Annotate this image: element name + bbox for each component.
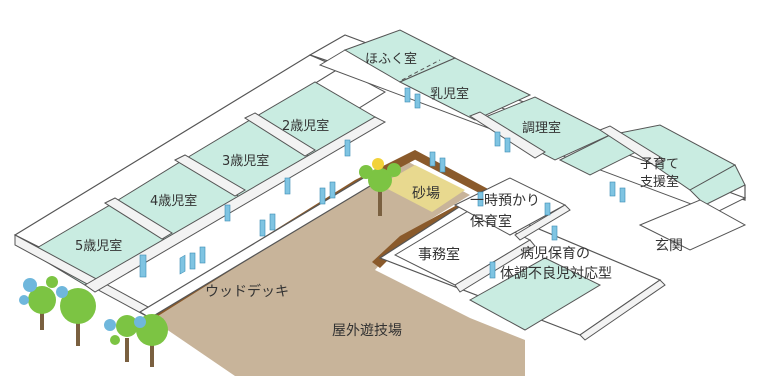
label-temporary-care-2: 保育室 [470, 213, 512, 230]
label-nursing-room: ほふく室 [365, 51, 417, 67]
label-sick-child-care-2: 体調不良児対応型 [500, 266, 612, 282]
label-childcare-support-1: 子育て [640, 156, 679, 172]
label-temporary-care-1: 一時預かり [470, 193, 540, 209]
label-age3-room: 3歳児室 [222, 153, 269, 169]
label-infant-room: 乳児室 [430, 86, 469, 102]
label-playground: 屋外遊技場 [332, 323, 402, 339]
sandbox-area [380, 165, 465, 212]
tree-group-center [104, 314, 168, 367]
label-age2-room: 2歳児室 [282, 118, 329, 134]
label-sick-child-care-1: 病児保育の [520, 246, 590, 262]
label-sandbox: 砂場 [412, 186, 440, 202]
label-wood-deck: ウッドデッキ [205, 283, 289, 300]
label-age4-room: 4歳児室 [150, 193, 197, 209]
label-kitchen: 調理室 [522, 120, 561, 136]
label-entrance: 玄関 [655, 237, 683, 254]
label-office: 事務室 [418, 246, 460, 263]
room-sick-child [468, 257, 602, 331]
label-childcare-support-2: 支援室 [640, 174, 679, 190]
label-age5-room: 5歳児室 [75, 238, 122, 254]
playground-ground [150, 160, 525, 376]
tree-sandbox [359, 158, 401, 216]
tree-group-left [19, 276, 96, 346]
room-infant [398, 57, 532, 121]
